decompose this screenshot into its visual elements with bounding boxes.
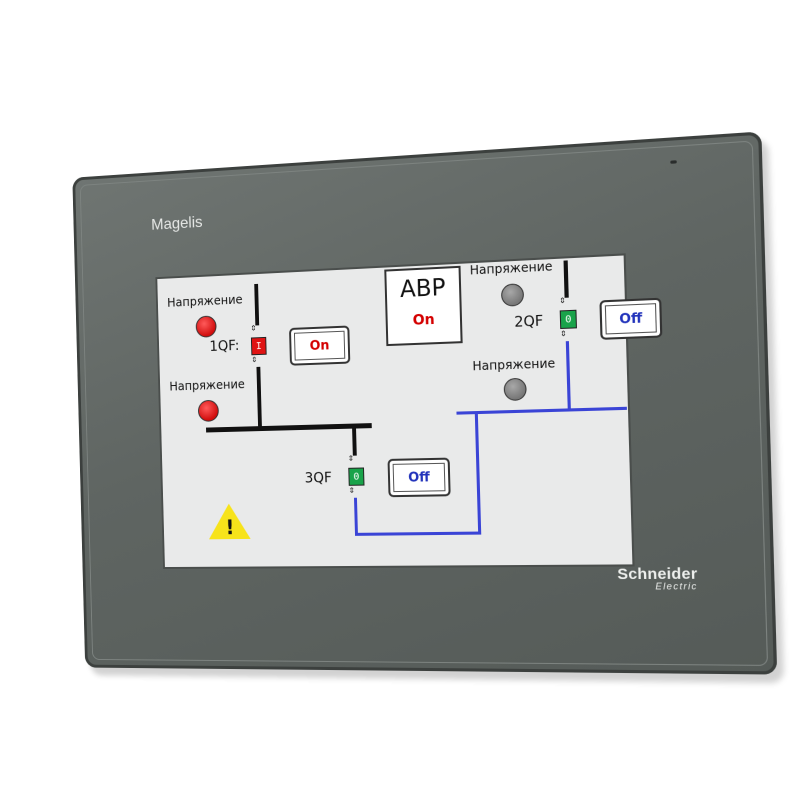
tie-link-horizontal xyxy=(354,531,482,536)
brand-magelis: Magelis xyxy=(151,214,203,234)
right-bus xyxy=(456,406,627,415)
right-breaker-label: 2QF xyxy=(514,313,544,331)
right-breaker-arrow-up-icon: ⇕ xyxy=(559,294,566,307)
tie-feeder-lower xyxy=(353,497,358,536)
right-feeder-lower xyxy=(565,341,571,410)
left-voltage-label-top: Напряжение xyxy=(167,292,243,310)
right-voltage-label-bottom: Напряжение xyxy=(472,356,556,374)
abp-indicator: ABP On xyxy=(384,265,463,347)
left-breaker-1qf[interactable]: I xyxy=(250,336,267,356)
left-breaker-arrow-up-icon: ⇕ xyxy=(250,322,257,334)
abp-title: ABP xyxy=(399,274,446,304)
hmi-bezel: Magelis Schneider Electric ABP On Напряж… xyxy=(72,131,778,675)
right-off-button[interactable]: Off xyxy=(599,297,663,340)
left-voltage-label-bottom: Напряжение xyxy=(169,377,246,394)
left-breaker-label: 1QF: xyxy=(209,338,240,355)
left-voltage-lamp-bottom xyxy=(197,399,220,422)
left-feeder-upper xyxy=(254,283,260,326)
tie-breaker-3qf[interactable]: 0 xyxy=(348,467,365,486)
abp-state: On xyxy=(412,311,435,329)
left-on-button[interactable]: On xyxy=(289,325,351,366)
left-voltage-lamp-top xyxy=(195,315,217,338)
right-voltage-label-top: Напряжение xyxy=(469,259,553,278)
status-led xyxy=(670,160,677,164)
hmi-screen: ABP On Напряжение Напряжение ⇕ I ⇕ 1QF: … xyxy=(155,253,663,569)
right-breaker-arrow-down-icon: ⇕ xyxy=(560,327,567,340)
left-bus xyxy=(206,423,372,433)
left-breaker-arrow-down-icon: ⇕ xyxy=(251,354,258,366)
right-feeder-upper xyxy=(563,260,569,298)
right-voltage-lamp-top xyxy=(500,283,525,307)
brand-schneider: Schneider Electric xyxy=(617,565,698,592)
right-voltage-lamp-bottom xyxy=(503,377,527,402)
tie-breaker-label: 3QF xyxy=(304,470,333,487)
tie-breaker-arrow-down-icon: ⇕ xyxy=(348,484,355,496)
tie-off-button[interactable]: Off xyxy=(387,457,451,498)
left-feeder-lower xyxy=(256,366,262,429)
warning-mark: ! xyxy=(225,515,235,540)
right-breaker-2qf[interactable]: 0 xyxy=(559,309,577,330)
tie-link-vertical xyxy=(474,412,482,535)
tie-feeder-upper xyxy=(352,427,357,456)
tie-breaker-arrow-up-icon: ⇕ xyxy=(347,452,355,464)
